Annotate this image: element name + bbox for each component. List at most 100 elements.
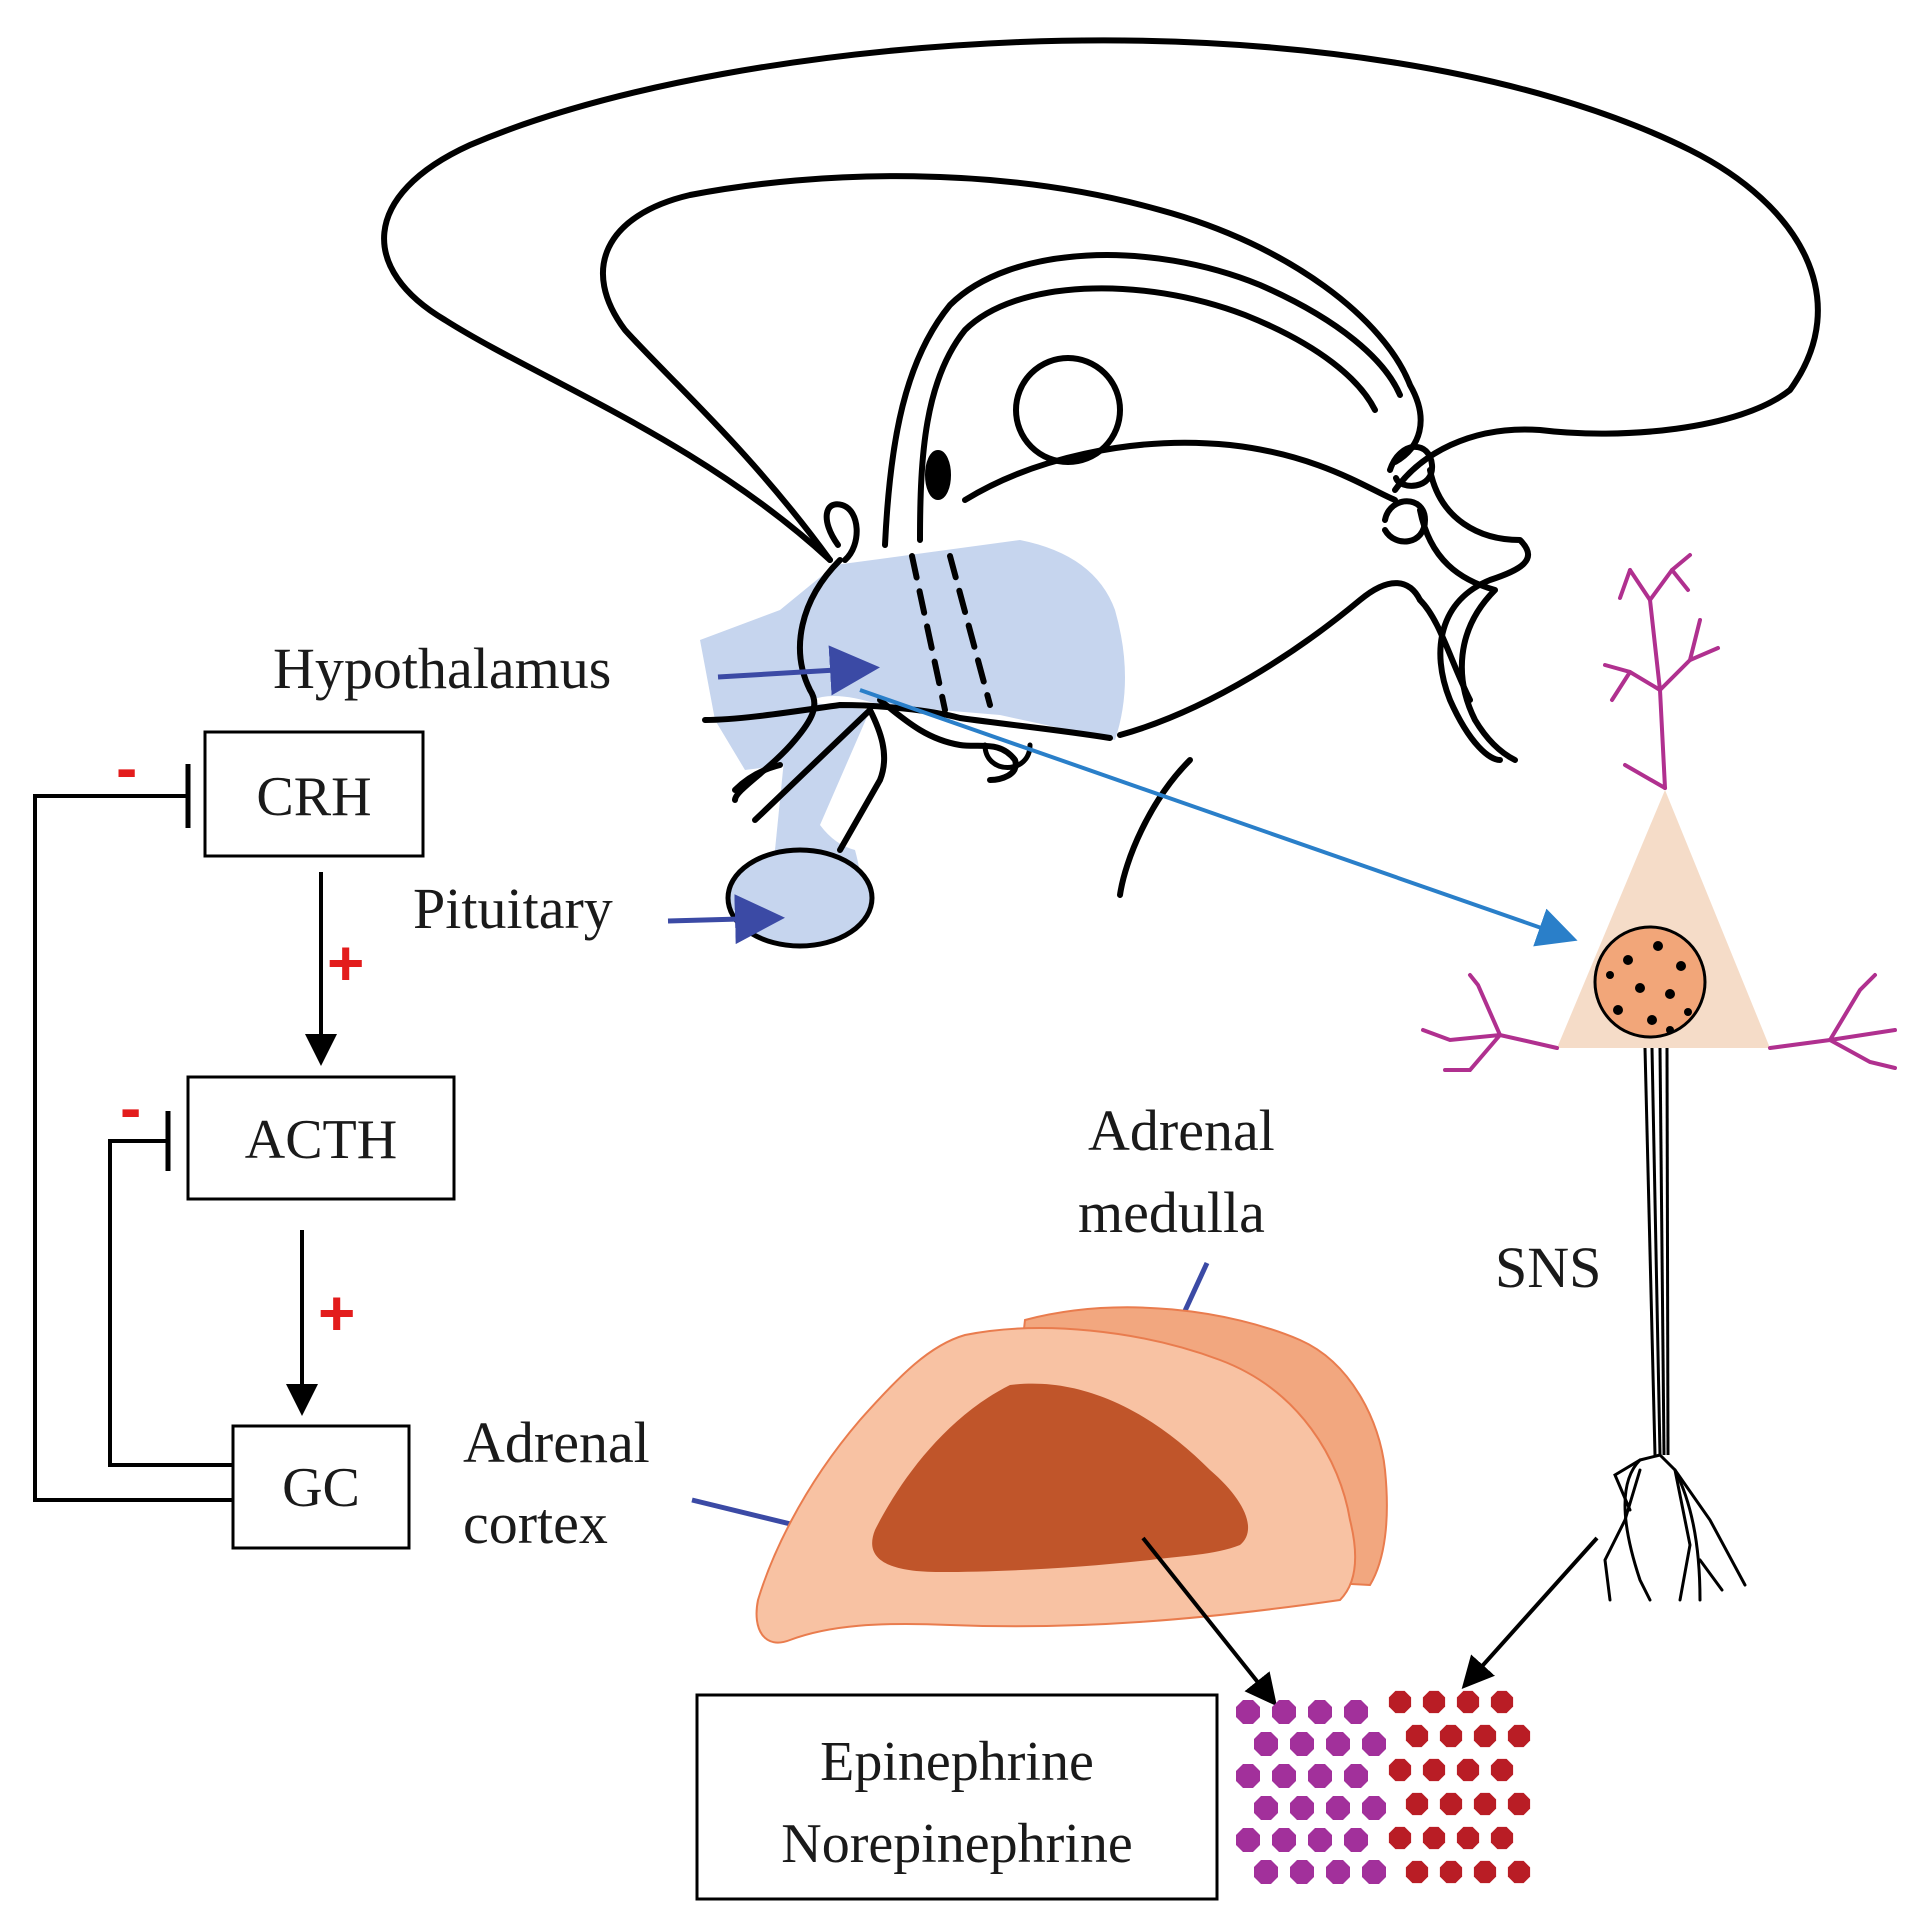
gc-label: GC (282, 1457, 360, 1519)
adrenal-cortex-label-line1: Adrenal (463, 1410, 650, 1475)
acth-label: ACTH (245, 1109, 397, 1171)
fornix-inner (917, 285, 1378, 543)
epinephrine-label: Epinephrine (820, 1731, 1094, 1793)
norepinephrine-granule (1507, 1860, 1531, 1884)
epinephrine-granule (1308, 1828, 1332, 1852)
brainstem-front (1117, 580, 1423, 738)
sns-axon (1643, 1047, 1670, 1456)
norepinephrine-granule (1456, 1758, 1480, 1782)
hypothalamus-region (700, 540, 1125, 770)
brainstem-back-1 (1427, 467, 1531, 763)
norepinephrine-granule (1507, 1724, 1531, 1748)
brainstem-back-2 (1417, 507, 1518, 763)
crh-label: CRH (256, 766, 371, 828)
norepinephrine-granule (1439, 1860, 1463, 1884)
epinephrine-granule (1272, 1700, 1296, 1724)
norepinephrine-granule (1405, 1792, 1429, 1816)
norepinephrine-label: Norepinephrine (781, 1813, 1132, 1875)
axon-terminal (1603, 1453, 1747, 1602)
fornix-outer (882, 252, 1403, 548)
ventricle-dash-1 (909, 553, 948, 713)
brainstem-tail (1417, 597, 1473, 703)
corpus-callosum-inner (599, 173, 1424, 563)
corpus-callosum-outer (381, 37, 1821, 563)
norepinephrine-granule (1507, 1792, 1531, 1816)
norepinephrine-granule (1388, 1826, 1412, 1850)
pituitary-label: Pituitary (413, 876, 613, 941)
hypothalamus-to-sns-arrow (859, 688, 1578, 947)
epinephrine-granule (1272, 1764, 1296, 1788)
crh-box (203, 730, 425, 858)
epinephrine-granule (1236, 1764, 1260, 1788)
norepinephrine-granules (1388, 1690, 1531, 1884)
norepinephrine-granule (1490, 1826, 1514, 1850)
norepinephrine-granule (1456, 1690, 1480, 1714)
epinephrine-granule (1326, 1732, 1350, 1756)
norepinephrine-granule (1490, 1690, 1514, 1714)
epinephrine-granule (1362, 1796, 1386, 1820)
adrenal-cortex-label-line2: cortex (463, 1491, 608, 1556)
epinephrine-granule (1290, 1860, 1314, 1884)
norepinephrine-granule (1473, 1724, 1497, 1748)
norepinephrine-granule (1422, 1826, 1446, 1850)
adrenal-medulla-label-line2: medulla (1078, 1180, 1265, 1245)
mammillary-body (982, 742, 1033, 770)
gc-to-acth-feedback (108, 1139, 233, 1467)
norepinephrine-granule (1490, 1758, 1514, 1782)
epinephrine-granules (1236, 1700, 1386, 1884)
optic-nerve (752, 707, 888, 853)
norepinephrine-granule (1439, 1724, 1463, 1748)
anterior-commissure (823, 501, 860, 563)
epinephrine-granule (1344, 1764, 1368, 1788)
epinephrine-granule (1290, 1796, 1314, 1820)
norepinephrine-granule (1422, 1758, 1446, 1782)
adrenal-gland (755, 1306, 1388, 1707)
crh-negative-sign: - (116, 732, 137, 804)
thalamus-outline (962, 439, 1398, 503)
basal-dendrites (1421, 973, 1897, 1072)
epinephrine-granule (1236, 1828, 1260, 1852)
ventricle-dash-2 (947, 553, 993, 708)
pons-outline (1117, 757, 1193, 898)
hpa-cascade: CRH ACTH GC - - + + (33, 730, 456, 1550)
thalamic-nucleus (1013, 355, 1123, 465)
gc-to-crh-feedback (33, 794, 233, 1502)
epinephrine-granule (1344, 1700, 1368, 1724)
catecholamine-box (695, 1693, 1219, 1901)
gc-box (231, 1424, 411, 1550)
epinephrine-granule (1254, 1860, 1278, 1884)
norepinephrine-granule (1405, 1860, 1429, 1884)
epinephrine-granule (1344, 1828, 1368, 1852)
epinephrine-granule (1326, 1860, 1350, 1884)
epinephrine-granule (1362, 1732, 1386, 1756)
acth-to-gc-plus: + (318, 1277, 355, 1349)
hypothalamus-arrow (717, 645, 880, 696)
crh-to-acth-plus: + (327, 927, 364, 999)
norepinephrine-granule (1422, 1690, 1446, 1714)
apical-dendrite (1603, 553, 1720, 790)
pituitary-arrow (667, 894, 785, 945)
acth-negative-sign: - (120, 1072, 141, 1144)
epinephrine-granule (1290, 1732, 1314, 1756)
epinephrine-granule (1362, 1860, 1386, 1884)
catecholamine-output: Epinephrine Norepinephrine (695, 1693, 1219, 1901)
norepinephrine-granule (1473, 1792, 1497, 1816)
adrenal-medulla-label-line1: Adrenal (1088, 1098, 1275, 1163)
norepinephrine-granule (1456, 1826, 1480, 1850)
norepinephrine-granule (1439, 1792, 1463, 1816)
epinephrine-granule (1254, 1796, 1278, 1820)
epinephrine-granule (1236, 1700, 1260, 1724)
epinephrine-granule (1308, 1764, 1332, 1788)
pineal-loop-upper (1387, 443, 1435, 489)
sns-label: SNS (1495, 1235, 1601, 1300)
norepinephrine-granule (1473, 1860, 1497, 1884)
adrenal-medulla (872, 1383, 1249, 1572)
sns-neuron (1421, 553, 1897, 1689)
infundibulum-line (732, 762, 783, 793)
pituitary-gland (725, 847, 875, 949)
medulla-to-granules-arrow (1141, 1536, 1277, 1707)
diagram-labels: Hypothalamus Pituitary Adrenal medulla A… (273, 636, 1601, 1556)
hypothalamus-label: Hypothalamus (273, 636, 611, 701)
